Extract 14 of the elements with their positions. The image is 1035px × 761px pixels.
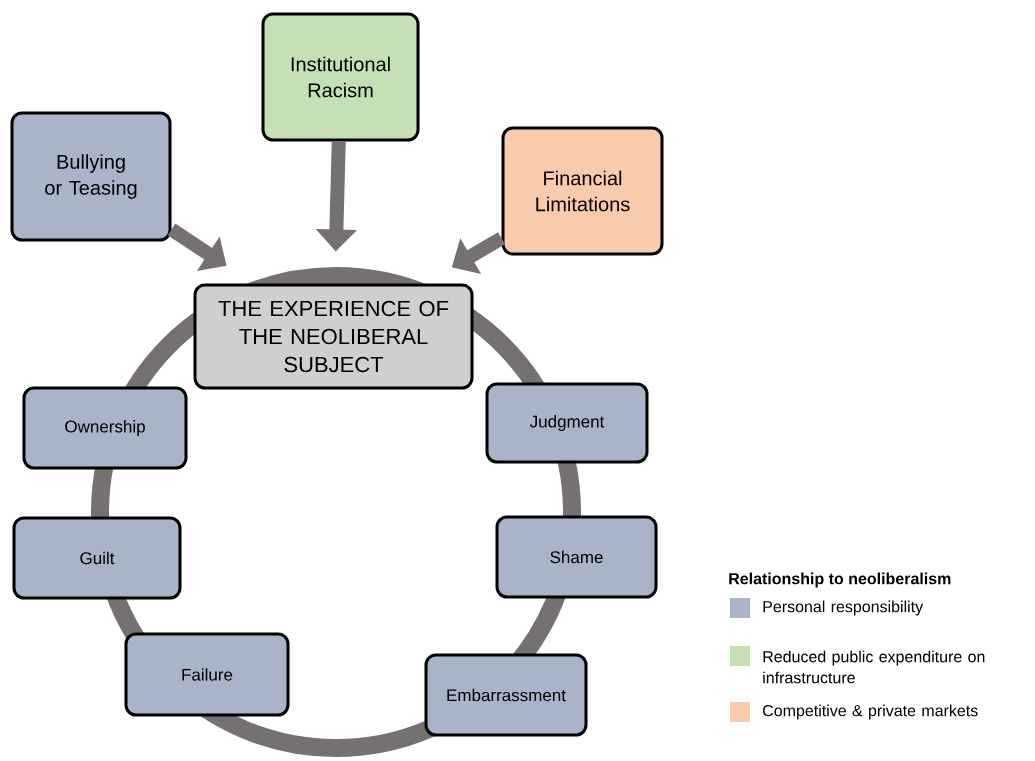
legend-title: Relationship to neoliberalism xyxy=(729,572,951,588)
legend-text: Personal responsibility xyxy=(763,600,924,616)
cycle-box: Judgment xyxy=(485,382,649,464)
central-box: THE EXPERIENCE OF THE NEOLIBERAL SUBJECT xyxy=(193,283,474,390)
cycle-box: Embarrassment xyxy=(424,653,588,737)
cycle-box: Ownership xyxy=(22,386,188,470)
legend-text: Competitive & private markets xyxy=(763,704,978,720)
factor-box: Bullying or Teasing xyxy=(10,111,172,242)
cycle-box: Failure xyxy=(124,632,290,717)
legend-text: Reduced public expenditure on infrastructure xyxy=(763,650,985,684)
cycle-box: Guilt xyxy=(12,516,182,600)
cycle-box: Shame xyxy=(495,515,658,599)
factor-box: Financial Limitations xyxy=(501,126,664,256)
factor-box: Institutional Racism xyxy=(261,12,420,142)
